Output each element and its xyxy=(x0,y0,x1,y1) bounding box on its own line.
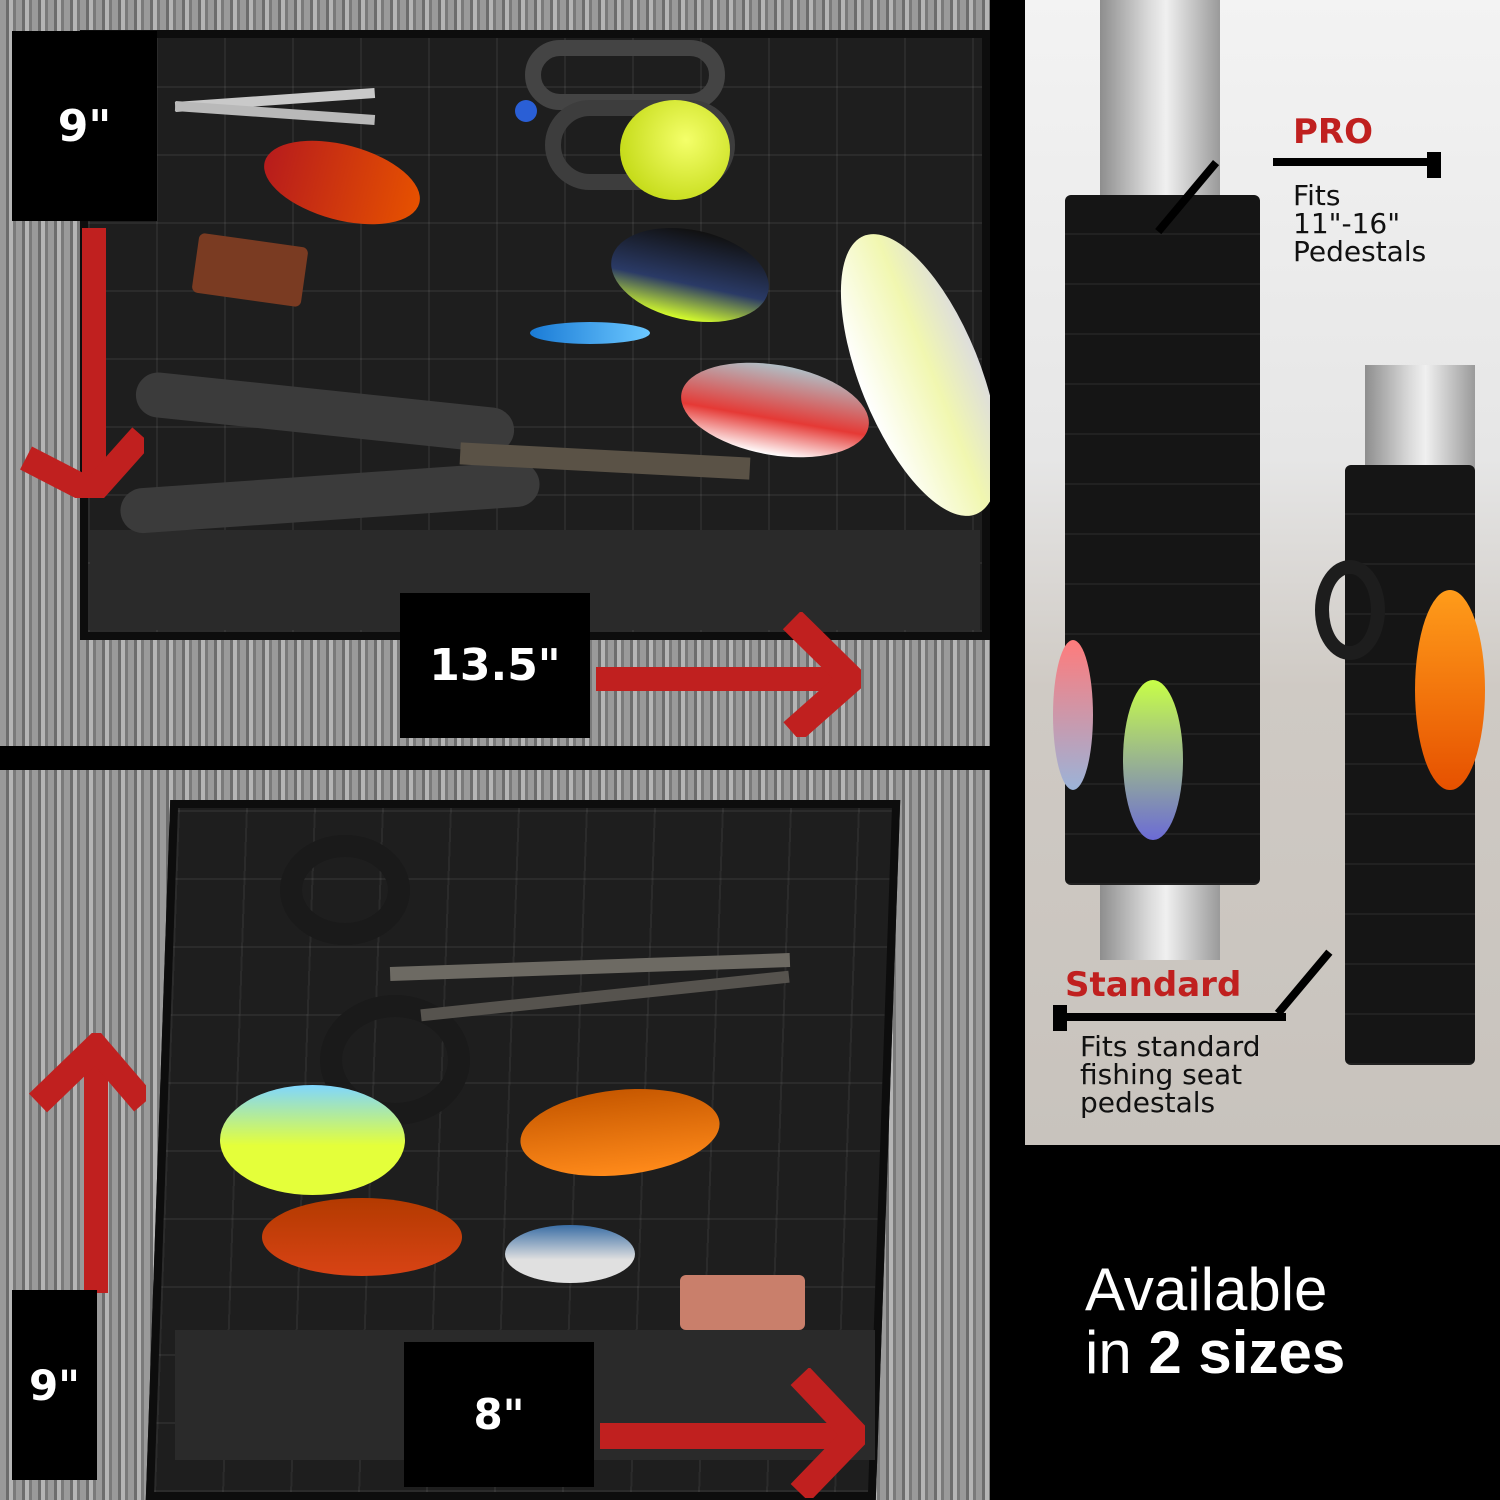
lure-hanging xyxy=(1123,680,1183,840)
pro-leader-end xyxy=(1427,152,1441,178)
height-label-pro: 9" xyxy=(12,31,157,221)
lure-lipless-red xyxy=(262,1198,462,1276)
lure-hanging xyxy=(1415,590,1485,790)
pro-leader-line xyxy=(1273,158,1435,166)
sizes-tagline: Available in 2 sizes xyxy=(1085,1258,1345,1384)
lure-lipless-silver xyxy=(505,1225,635,1283)
standard-leader-line xyxy=(1061,1013,1286,1021)
pro-description: Fits 11"-16" Pedestals xyxy=(1293,179,1427,268)
lure-holder xyxy=(680,1275,805,1330)
width-label-standard: 8" xyxy=(404,1342,594,1487)
panel-pedestal-photo: PRO Fits 11"-16" Pedestals Standard Fits… xyxy=(1025,0,1500,1145)
width-label-pro: 13.5" xyxy=(400,593,590,738)
pro-title: PRO xyxy=(1293,112,1374,152)
hemostat xyxy=(1315,560,1385,660)
tagline-line2: in 2 sizes xyxy=(1085,1319,1346,1386)
lure-crankbait-chartreuse xyxy=(220,1085,405,1195)
tagline-emphasis: 2 sizes xyxy=(1148,1319,1346,1386)
panel-standard-mat-photo: 9" 8" xyxy=(0,770,990,1500)
lure-crankbait-yellow xyxy=(620,100,730,200)
scissors xyxy=(174,40,735,190)
height-label-standard: 9" xyxy=(12,1290,97,1480)
standard-title: Standard xyxy=(1065,965,1242,1005)
hemostat xyxy=(240,825,800,1125)
pliers xyxy=(80,370,751,535)
tagline-line1: Available xyxy=(1085,1256,1328,1323)
lure-swimbait-blue xyxy=(530,322,650,344)
standard-description: Fits standard fishing seat pedestals xyxy=(1080,1030,1261,1119)
arrow-up-icon xyxy=(28,1033,146,1293)
arrow-down-icon xyxy=(20,228,144,498)
arrow-right-icon xyxy=(596,612,861,737)
lure-hanging xyxy=(1053,640,1093,790)
sleeve-standard xyxy=(1345,465,1475,1065)
standard-leader-end xyxy=(1053,1005,1067,1031)
standard-leader-diagonal xyxy=(1274,949,1333,1016)
arrow-right-icon xyxy=(600,1368,865,1498)
panel-pro-mat-photo: 9" 13.5" xyxy=(0,0,990,746)
